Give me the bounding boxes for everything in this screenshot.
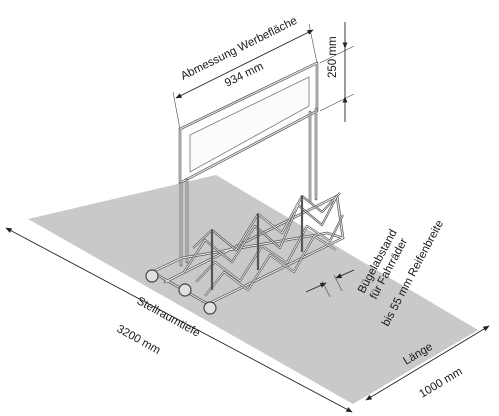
- dimension-length: [365, 325, 490, 401]
- width-advertising-value: 934 mm: [223, 60, 266, 89]
- length-value: 1000 mm: [417, 366, 464, 401]
- caster-wheel: [145, 269, 159, 283]
- height-advertising-value: 250 mm: [327, 36, 339, 78]
- caster-wheel: [178, 283, 192, 297]
- dimension-height-advertising: [319, 22, 355, 122]
- parking-depth-value: 3200 mm: [115, 323, 163, 357]
- advertising-board: [178, 61, 319, 185]
- caster-wheel: [203, 301, 217, 315]
- dimension-width-advertising: [172, 23, 318, 130]
- dimension-parking-depth: [5, 227, 353, 413]
